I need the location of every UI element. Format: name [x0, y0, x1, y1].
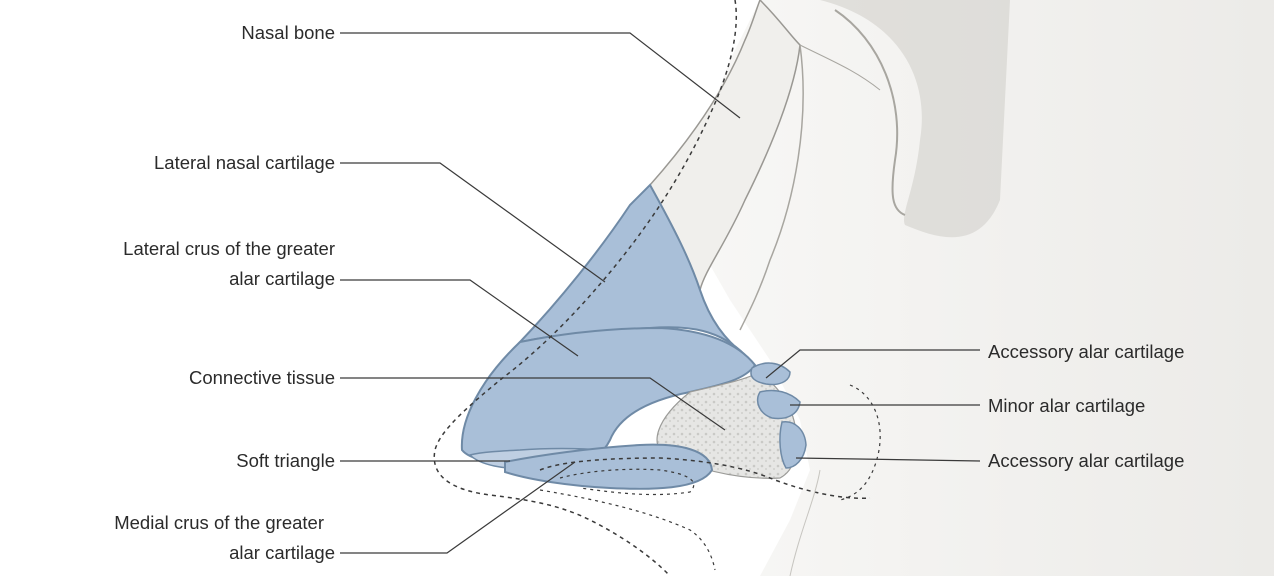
- columella-outline: [540, 490, 715, 570]
- label-medial-crus-line1: Medial crus of the greater: [114, 508, 324, 538]
- leader-nasal-bone: [340, 33, 740, 118]
- label-medial-crus-line2: alar cartilage: [114, 538, 335, 568]
- label-lateral-crus-line2: alar cartilage: [123, 264, 335, 294]
- label-nasal-bone: Nasal bone: [241, 18, 335, 48]
- label-accessory-alar-cartilage-lower: Accessory alar cartilage: [988, 446, 1184, 476]
- label-minor-alar-cartilage: Minor alar cartilage: [988, 391, 1145, 421]
- label-connective-tissue: Connective tissue: [189, 363, 335, 393]
- label-medial-crus: Medial crus of the greater alar cartilag…: [114, 508, 324, 568]
- leader-lateral-nasal-cartilage: [340, 163, 605, 282]
- label-accessory-alar-cartilage-upper: Accessory alar cartilage: [988, 337, 1184, 367]
- label-soft-triangle: Soft triangle: [236, 446, 335, 476]
- label-lateral-nasal-cartilage: Lateral nasal cartilage: [154, 148, 335, 178]
- label-lateral-crus: Lateral crus of the greater alar cartila…: [123, 234, 335, 294]
- label-lateral-crus-line1: Lateral crus of the greater: [123, 234, 335, 264]
